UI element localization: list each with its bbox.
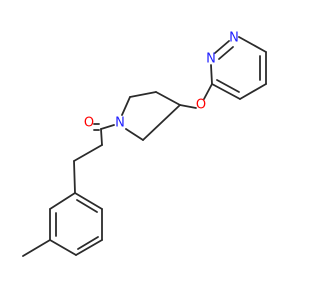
structure-svg: N N O N O [22,31,267,257]
pyridazine-bond-n2-n1-inner [218,46,234,60]
pyrrolidine-bond-ch2-n [121,96,131,116]
atom-label-pyridazine-n1: N [229,31,239,46]
atom-label-pyridazine-n2: N [206,52,216,67]
pyrrolidine-bond-ch-ch2 [155,91,181,106]
pyrrolidine-bond-n-ch2 [125,128,144,141]
atom-labels-layer: N N O N O [84,31,239,131]
pyrrolidine-bond-ch2-ch2 [129,91,157,98]
bonds-layer [22,36,267,257]
pyridazine-bond-c3-n2 [210,64,213,85]
aryl-bond-c3-c4 [49,239,77,256]
ether-bond-o-ch [179,104,197,109]
atom-label-ether-oxygen: O [196,98,206,113]
amide-bond-n-c [100,124,115,130]
pyridazine-bond-n2-n1 [214,40,230,54]
pyridazine-bond-c4-c3-inner [216,79,240,93]
chain-bond-c3-aryl [73,160,76,194]
pyridazine-bond-n1-c6 [238,36,267,53]
chain-bond-c1-c2 [100,128,103,146]
pyridazine-bond-c4-c3 [211,83,241,100]
pyridazine-bond-c5-c4 [239,83,267,100]
aryl-bond-inner-b [77,236,99,250]
chain-bond-c2-c3 [73,144,103,162]
atom-label-carbonyl-oxygen: O [84,116,94,131]
molecule-diagram: N N O N O [22,30,267,257]
aryl-bond-c4-c5 [75,239,103,256]
aryl-bond-c1-c2 [49,192,76,210]
methyl-bond [22,239,51,257]
atom-label-pyrrolidine-nitrogen: N [115,116,125,131]
aryl-bond-inner-c [76,199,98,213]
pyrrolidine-bond-ch2-ch [142,104,181,141]
ether-bond-c3-o [203,83,213,100]
aryl-bond-c6-c1 [74,192,103,210]
